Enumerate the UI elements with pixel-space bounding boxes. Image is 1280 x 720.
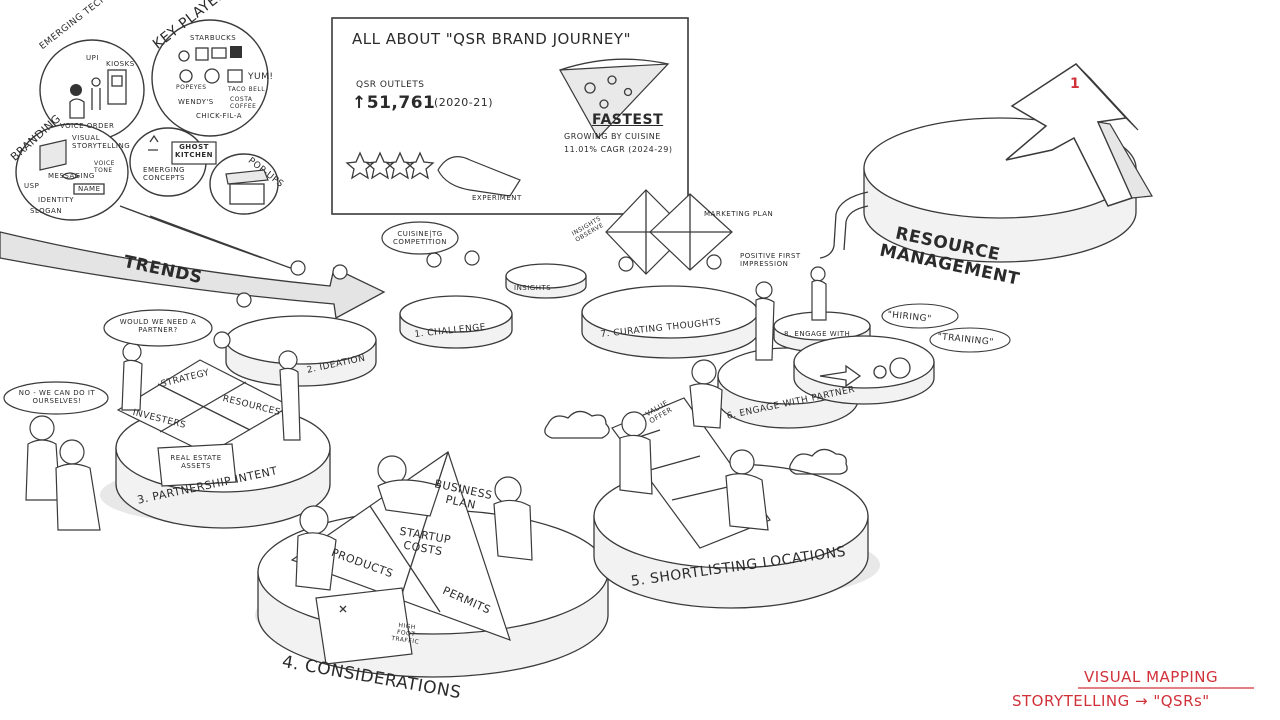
cloud-icon [544, 410, 610, 439]
stage-disc-hiring [793, 335, 935, 405]
pizza-slice-icon [559, 63, 670, 140]
cloud-icon [789, 448, 848, 475]
player-wendys: WENDY'S [178, 98, 214, 106]
header-board [331, 17, 689, 215]
stage-disc-7 [581, 285, 759, 359]
fastest-cagr: 11.01% CAGR (2024-29) [564, 145, 673, 154]
stage-disc-1 [399, 295, 513, 349]
branding-messaging: MESSAGING [48, 172, 95, 180]
branding-name: NAME [78, 185, 101, 193]
player-starbucks: STARBUCKS [190, 34, 237, 42]
growth-arrow [1005, 63, 1153, 207]
ourselves-bubble-text: NO - WE CAN DO IT OURSELVES! [18, 389, 96, 406]
people-figures [25, 250, 827, 591]
resource-management-cylinder [819, 117, 1137, 263]
partner-bubble-shape [103, 309, 213, 347]
footer-visual-mapping: VISUAL MAPPING [1084, 668, 1219, 686]
high-foot-traffic-label: HIGH FOOT TRAFFIC [390, 621, 420, 646]
outlets-period: (2020-21) [434, 96, 494, 109]
ghost-kitchen-sub: EMERGING CONCEPTS [143, 166, 185, 183]
branding-circle [15, 123, 129, 221]
emerging-tech-upi: UPI [86, 54, 99, 62]
insights-label: INSIGHTS [514, 284, 552, 292]
cuisine-bubble-text: CUISINE|TG COMPETITION [392, 230, 447, 247]
puzzle-diamond [605, 189, 733, 275]
experiment-label: EXPERIMENT [472, 194, 522, 202]
fastest-sub: GROWING BY CUISINE [564, 132, 661, 141]
puzzle-real-estate: REAL ESTATE ASSETS [170, 454, 222, 471]
board-title: ALL ABOUT "QSR BRAND JOURNEY" [352, 30, 631, 48]
fastest-label: FASTEST [592, 112, 664, 128]
branding-slogan: SLOGAN [30, 207, 63, 215]
player-costa: COSTA COFFEE [230, 96, 257, 110]
player-popeyes: POPEYES [176, 84, 207, 91]
footer-storytelling: STORYTELLING → "QSRs" [1012, 692, 1210, 710]
ourselves-bubble-shape [3, 381, 109, 415]
arrow-number: 1 [1070, 76, 1081, 92]
marketing-plan-label: MARKETING PLAN [704, 210, 774, 218]
outlets-label: QSR OUTLETS [356, 80, 425, 90]
key-players-circle [151, 19, 269, 137]
emerging-tech-voice: VOICE ORDER [60, 122, 115, 130]
hand-icon [437, 156, 521, 197]
stage-label-8: 8. ENGAGE WITH [784, 330, 851, 338]
outlets-value: ↑51,761 [352, 93, 436, 113]
ghost-kitchen-title: GHOST KITCHEN [175, 143, 213, 160]
branding-visual-storytelling: VISUAL STORYTELLING [72, 134, 131, 150]
emerging-tech-kiosks: KIOSKS [106, 60, 135, 68]
branding-identity: IDENTITY [38, 196, 75, 204]
considerations-puzzle [290, 451, 511, 665]
stage-disc-insights [505, 263, 587, 299]
popups-circle [209, 153, 279, 215]
hiring-bubble-shape [881, 303, 959, 329]
branding-voice-tone: VOICE TONE [94, 160, 115, 174]
rating-stars-icon [345, 151, 435, 180]
training-bubble-shape [929, 327, 1011, 353]
cuisine-bubble-shape [381, 221, 459, 255]
ghost-kitchen-circle [129, 127, 217, 197]
player-tacobell: TACO BELL [228, 86, 266, 93]
partner-bubble-text: WOULD WE NEED A PARTNER? [119, 318, 197, 335]
branding-usp: USP [24, 182, 40, 190]
player-chickfila: CHICK-FIL-A [196, 112, 243, 120]
stage-disc-2 [225, 315, 377, 387]
partnership-puzzle [116, 359, 292, 487]
positive-first-label: POSITIVE FIRST IMPRESSION [740, 252, 801, 268]
player-yum: YUM! [248, 72, 274, 82]
trends-arrow [0, 231, 386, 320]
